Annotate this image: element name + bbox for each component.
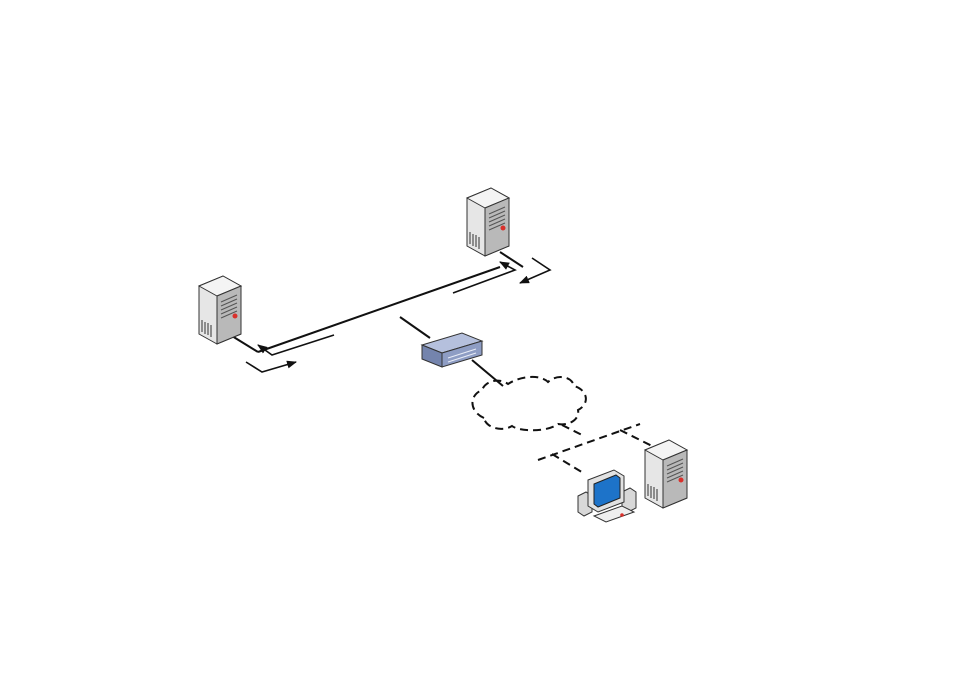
server-top-right-icon	[467, 188, 509, 256]
remote-segment-link	[538, 424, 652, 474]
backbone-link	[232, 252, 523, 352]
flow-arrows-top-right	[453, 258, 550, 293]
server-left-icon	[199, 276, 241, 344]
server-remote-icon	[645, 440, 687, 508]
workstation-icon	[578, 470, 636, 522]
cloud-icon	[472, 377, 585, 430]
